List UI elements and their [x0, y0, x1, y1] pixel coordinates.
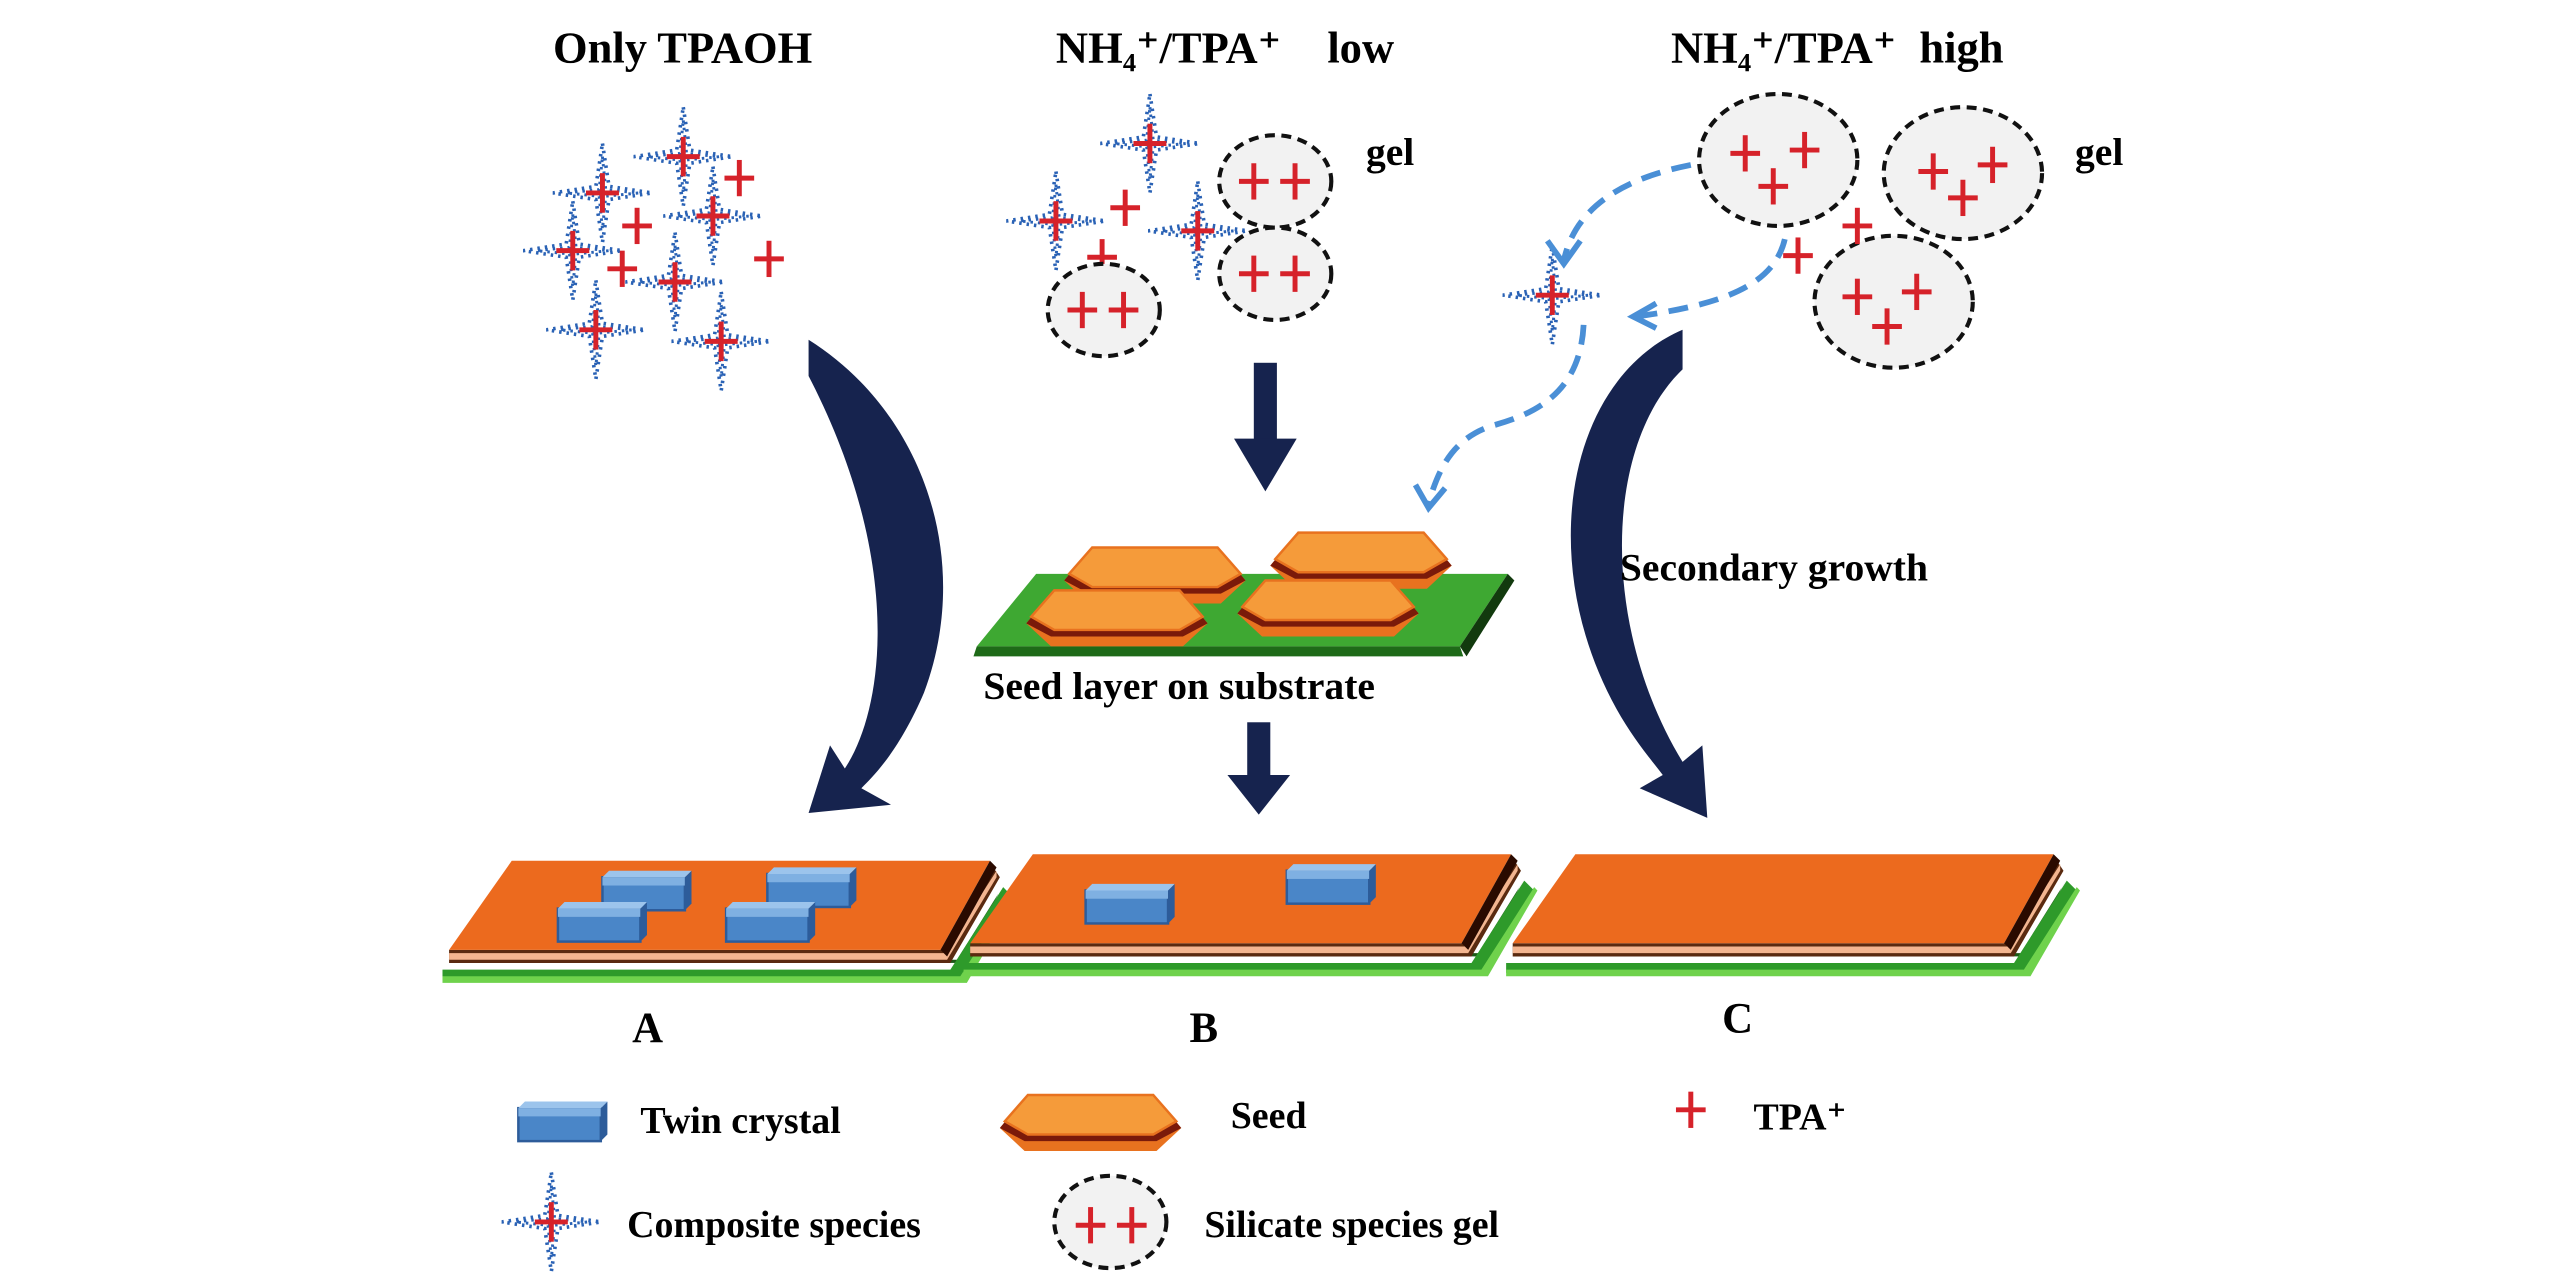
legend-item-seed: Seed [998, 1093, 1307, 1153]
legend-item-twin-crystal: Twin crystal [517, 1100, 841, 1143]
legend-label-twin-crystal: Twin crystal [640, 1100, 840, 1142]
silicate-gel-icon [1814, 236, 1972, 368]
seed-crystal [1025, 589, 1209, 648]
heading-low-ratio-main: NH₄⁺/TPA⁺ [1056, 23, 1281, 73]
species-cluster-b: gel [1006, 94, 1414, 356]
twin-crystal [1285, 862, 1378, 905]
tpa-plus-icon [1783, 237, 1813, 273]
dashed-arrow-composite-to-seed [1425, 324, 1587, 504]
down-arrow-bottom [1227, 722, 1291, 815]
composite-species-icon [1503, 246, 1602, 345]
silicate-gel-icon [1219, 135, 1331, 227]
silicate-gel-icon [1219, 228, 1331, 320]
twin-crystal-icon [517, 1100, 609, 1143]
arrowhead-icon [1412, 483, 1448, 513]
silicate-gel-icon [1054, 1176, 1166, 1268]
dashed-arrow-gel-to-composite [1561, 162, 1692, 262]
composite-species-icon [502, 1172, 601, 1271]
down-arrow-top [1234, 362, 1297, 492]
secondary-growth-label: Secondary growth [1620, 545, 1928, 589]
silicate-gel-icon [1699, 94, 1857, 226]
heading-high-ratio: NH₄⁺/TPA⁺ high [1671, 23, 2004, 73]
seed-layer-label: Seed layer on substrate [983, 664, 1375, 708]
tpa-plus-icon [1676, 1092, 1706, 1128]
gel-label-low: gel [1366, 130, 1414, 174]
dashed-arrow-gel-to-composite-2 [1635, 238, 1788, 320]
twin-crystal [724, 900, 817, 943]
heading-low-ratio-suffix: low [1327, 23, 1394, 73]
membrane-a [442, 860, 1017, 983]
heading-low-ratio: NH₄⁺/TPA⁺ low [1056, 23, 1394, 73]
result-label-c: C [1722, 995, 1753, 1042]
seed-layer-on-substrate [973, 531, 1515, 657]
arrowhead-icon [1544, 239, 1583, 269]
result-label-b: B [1190, 1005, 1219, 1052]
twin-crystal [1084, 882, 1176, 925]
composite-species-icon [523, 201, 622, 300]
dashed-transport-arrows [1425, 162, 1788, 504]
legend-item-tpa: TPA⁺ [1676, 1092, 1846, 1139]
composite-species-icon [626, 233, 725, 332]
gel-label-high: gel [2075, 130, 2123, 174]
twin-crystal [556, 900, 649, 943]
legend-label-composite-species: Composite species [627, 1204, 921, 1246]
curved-arrow-left [808, 339, 944, 813]
legend-label-seed: Seed [1231, 1095, 1307, 1137]
tpa-plus-icon [1110, 190, 1140, 226]
twin-crystal [766, 866, 858, 909]
membrane-b [963, 854, 1538, 977]
legend-label-tpa: TPA⁺ [1753, 1097, 1846, 1139]
dashed-arrowheads [1412, 239, 1658, 513]
composite-species-icon [663, 167, 762, 266]
species-cluster-c: gel [1503, 94, 2123, 368]
legend-item-silicate-gel: Silicate species gel [1054, 1176, 1499, 1268]
heading-high-ratio-main: NH₄⁺/TPA⁺ [1671, 23, 1896, 73]
heading-only-tpaoh: Only TPAOH [553, 23, 812, 73]
legend-label-silicate-gel: Silicate species gel [1204, 1204, 1499, 1246]
seed-crystal [1236, 579, 1420, 638]
tpa-plus-icon [754, 241, 784, 277]
legend: Twin crystal Seed TPA⁺ Composite species… [502, 1092, 1846, 1272]
arrowhead-icon [1626, 300, 1658, 331]
composite-species-icon [546, 280, 645, 379]
composite-species-icon [672, 292, 771, 391]
species-cluster-a [523, 107, 784, 391]
legend-item-composite-species: Composite species [502, 1172, 921, 1271]
silicate-gel-icon [1048, 264, 1160, 356]
tpa-plus-icon [622, 208, 652, 244]
heading-high-ratio-suffix: high [1919, 23, 2003, 73]
membrane-c [1506, 854, 2080, 977]
seed-icon [998, 1093, 1183, 1153]
tpa-plus-icon [724, 160, 754, 196]
result-label-a: A [632, 1005, 663, 1052]
composite-species-icon [1100, 94, 1199, 193]
curved-arrow-right [1570, 329, 1708, 818]
silicate-gel-icon [1884, 107, 2042, 239]
